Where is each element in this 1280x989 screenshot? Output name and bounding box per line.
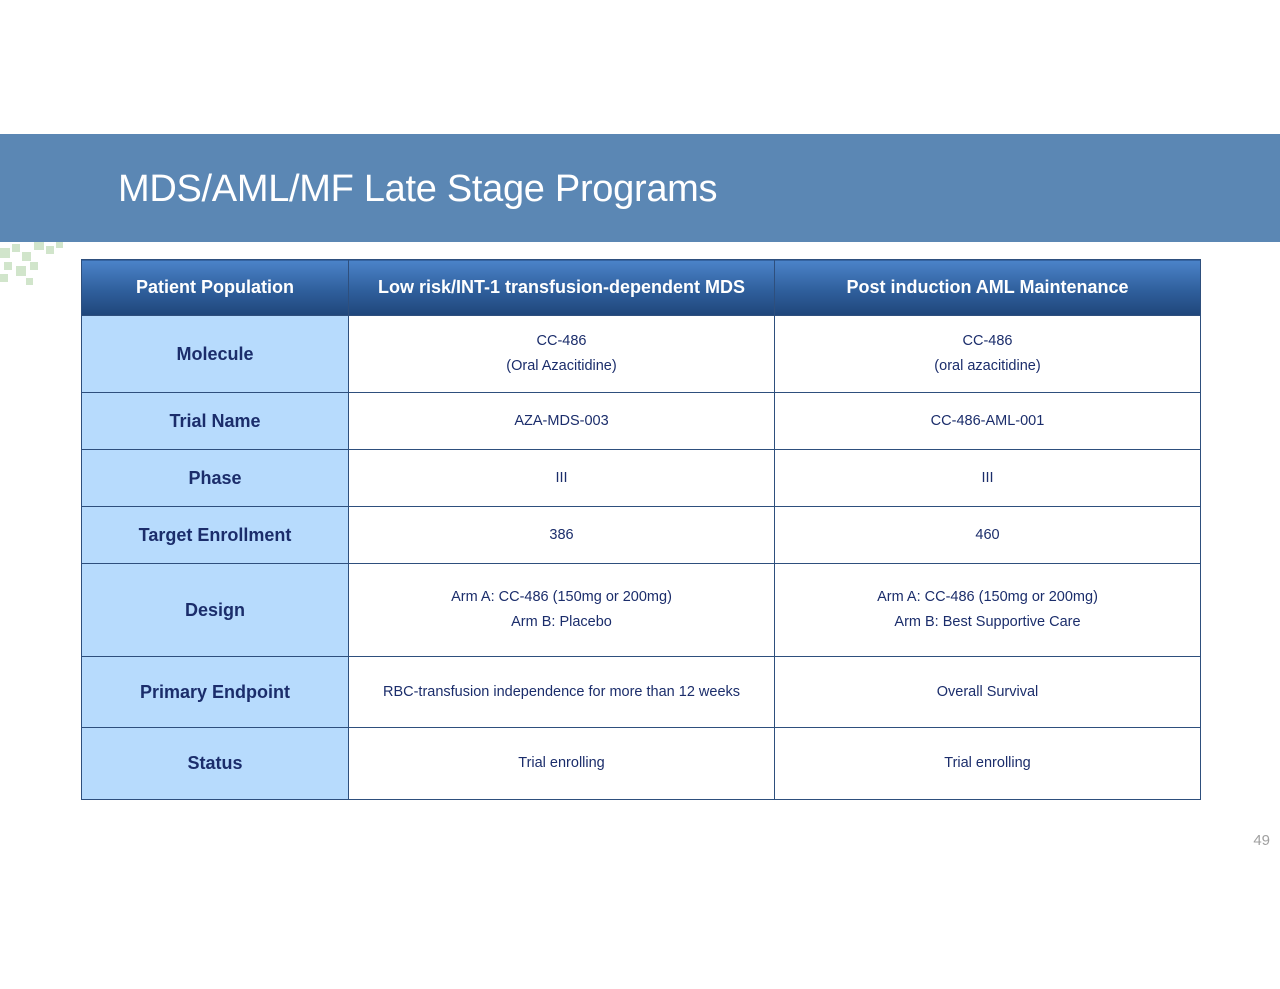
cell-line: RBC-transfusion independence for more th…: [382, 683, 741, 700]
programs-table: Patient Population Low risk/INT-1 transf…: [81, 259, 1201, 800]
cell-line: Arm A: CC-486 (150mg or 200mg): [451, 589, 672, 605]
table-cell: Trial enrolling: [348, 727, 775, 800]
cell-line: Trial enrolling: [518, 755, 605, 771]
cell-line: CC-486: [536, 333, 587, 349]
row-label-status: Status: [81, 727, 349, 800]
table-header-row: Patient Population Low risk/INT-1 transf…: [81, 259, 1201, 316]
table-cell: 386: [348, 506, 775, 564]
table-cell: Arm A: CC-486 (150mg or 200mg) Arm B: Pl…: [348, 563, 775, 657]
row-label-target-enrollment: Target Enrollment: [81, 506, 349, 564]
cell-line: III: [981, 469, 994, 486]
table-cell: 460: [774, 506, 1201, 564]
cell-line: CC-486: [962, 333, 1013, 349]
table-cell: RBC-transfusion independence for more th…: [348, 656, 775, 728]
title-band: [0, 134, 1280, 242]
table-row: Phase III III: [81, 449, 1201, 507]
table-cell: AZA-MDS-003: [348, 392, 775, 450]
table-cell: Trial enrolling: [774, 727, 1201, 800]
row-label-phase: Phase: [81, 449, 349, 507]
table-row: Molecule CC-486 (Oral Azacitidine) CC-48…: [81, 315, 1201, 393]
table-cell: III: [774, 449, 1201, 507]
cell-line: Arm A: CC-486 (150mg or 200mg): [877, 589, 1098, 605]
header-mds: Low risk/INT-1 transfusion-dependent MDS: [348, 259, 775, 316]
cell-line: 460: [975, 526, 1000, 543]
table-cell: CC-486 (oral azacitidine): [774, 315, 1201, 393]
table-row: Target Enrollment 386 460: [81, 506, 1201, 564]
cell-line: Trial enrolling: [944, 755, 1031, 771]
cell-line: Arm B: Placebo: [511, 614, 612, 630]
row-label-design: Design: [81, 563, 349, 657]
table-cell: CC-486 (Oral Azacitidine): [348, 315, 775, 393]
row-label-trial-name: Trial Name: [81, 392, 349, 450]
cell-line: (Oral Azacitidine): [506, 358, 617, 374]
slide-title: MDS/AML/MF Late Stage Programs: [118, 168, 718, 210]
table-cell: Arm A: CC-486 (150mg or 200mg) Arm B: Be…: [774, 563, 1201, 657]
cell-line: Arm B: Best Supportive Care: [894, 614, 1081, 630]
cell-line: Overall Survival: [936, 683, 1039, 700]
table-cell: CC-486-AML-001: [774, 392, 1201, 450]
header-patient-population: Patient Population: [81, 259, 349, 316]
cell-line: AZA-MDS-003: [514, 412, 609, 429]
decorative-pixel-pattern: [0, 242, 70, 290]
table-row: Design Arm A: CC-486 (150mg or 200mg) Ar…: [81, 563, 1201, 657]
table-cell: III: [348, 449, 775, 507]
cell-line: CC-486-AML-001: [930, 412, 1045, 429]
cell-line: 386: [549, 526, 574, 543]
cell-line: (oral azacitidine): [934, 358, 1041, 374]
table-row: Trial Name AZA-MDS-003 CC-486-AML-001: [81, 392, 1201, 450]
row-label-primary-endpoint: Primary Endpoint: [81, 656, 349, 728]
table-cell: Overall Survival: [774, 656, 1201, 728]
table-row: Status Trial enrolling Trial enrolling: [81, 727, 1201, 800]
cell-line: III: [555, 469, 568, 486]
row-label-molecule: Molecule: [81, 315, 349, 393]
page-number: 49: [1253, 832, 1270, 849]
table-row: Primary Endpoint RBC-transfusion indepen…: [81, 656, 1201, 728]
header-aml: Post induction AML Maintenance: [774, 259, 1201, 316]
